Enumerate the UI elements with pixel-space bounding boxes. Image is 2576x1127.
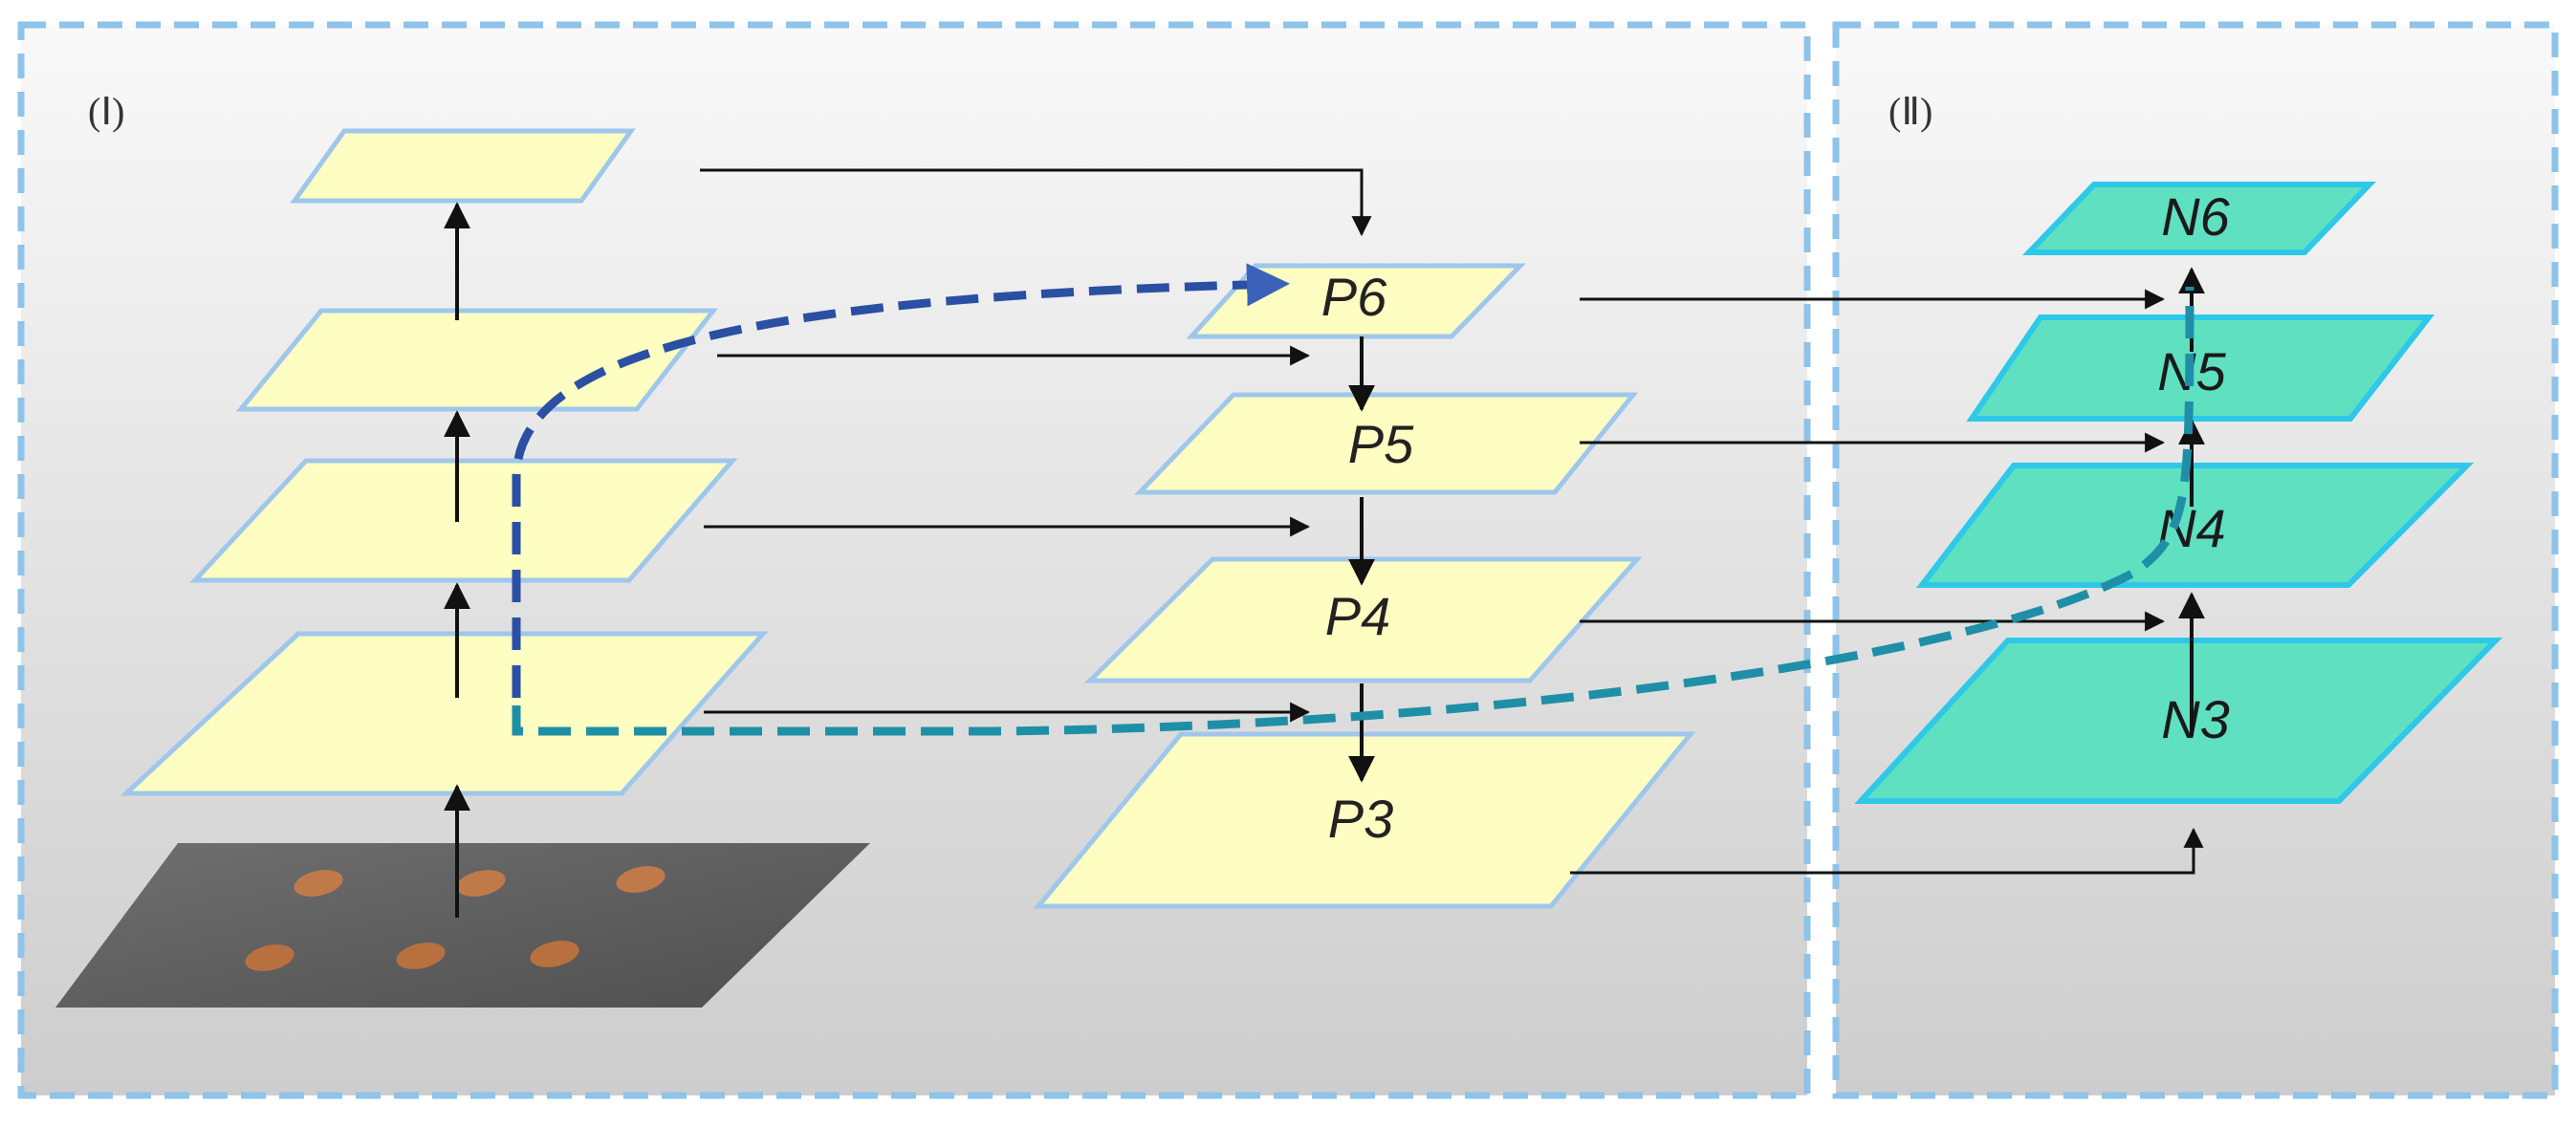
fpn-layer-p5 (1134, 392, 1639, 495)
backbone-layer-1 (290, 128, 636, 204)
object-shape (396, 943, 446, 969)
panel-label-1: (Ⅰ) (88, 90, 124, 133)
panel-label-2: (Ⅱ) (1888, 90, 1932, 133)
object-shape (294, 870, 343, 897)
pan-layer-n4 (1915, 463, 2475, 588)
backbone-layer-4 (120, 631, 769, 796)
fpn-layer-p3 (1033, 731, 1696, 909)
pan-layer-n5 (1966, 314, 2435, 422)
object-shape (530, 941, 579, 967)
shortcut-path-blue (512, 263, 1290, 698)
fpn-layer-p4 (1083, 556, 1643, 683)
lateral-arrows-pan (1570, 289, 2204, 875)
pan-layer-n6 (2021, 182, 2377, 255)
object-shape (245, 944, 295, 971)
pan-layers (1854, 182, 2503, 804)
input-image (55, 843, 870, 1008)
backbone-layers (120, 128, 769, 796)
fpn-label-p6: P6 (1321, 267, 1387, 327)
pan-label-n4: N4 (2157, 498, 2226, 558)
object-shape (456, 870, 506, 897)
fpn-layers (1033, 263, 1696, 909)
pan-layer-n3 (1854, 638, 2503, 804)
shortcut-path-teal (512, 286, 2194, 736)
fpn-label-p5: P5 (1348, 414, 1414, 474)
backbone-layer-2 (235, 308, 719, 412)
object-shape (616, 866, 666, 893)
backbone-layer-3 (189, 458, 738, 583)
fpn-label-p3: P3 (1328, 789, 1394, 849)
pan-label-n3: N3 (2161, 689, 2230, 749)
fpn-label-p4: P4 (1325, 586, 1391, 646)
pan-label-n6: N6 (2161, 186, 2230, 247)
lateral-arrows-fpn (700, 168, 1372, 723)
